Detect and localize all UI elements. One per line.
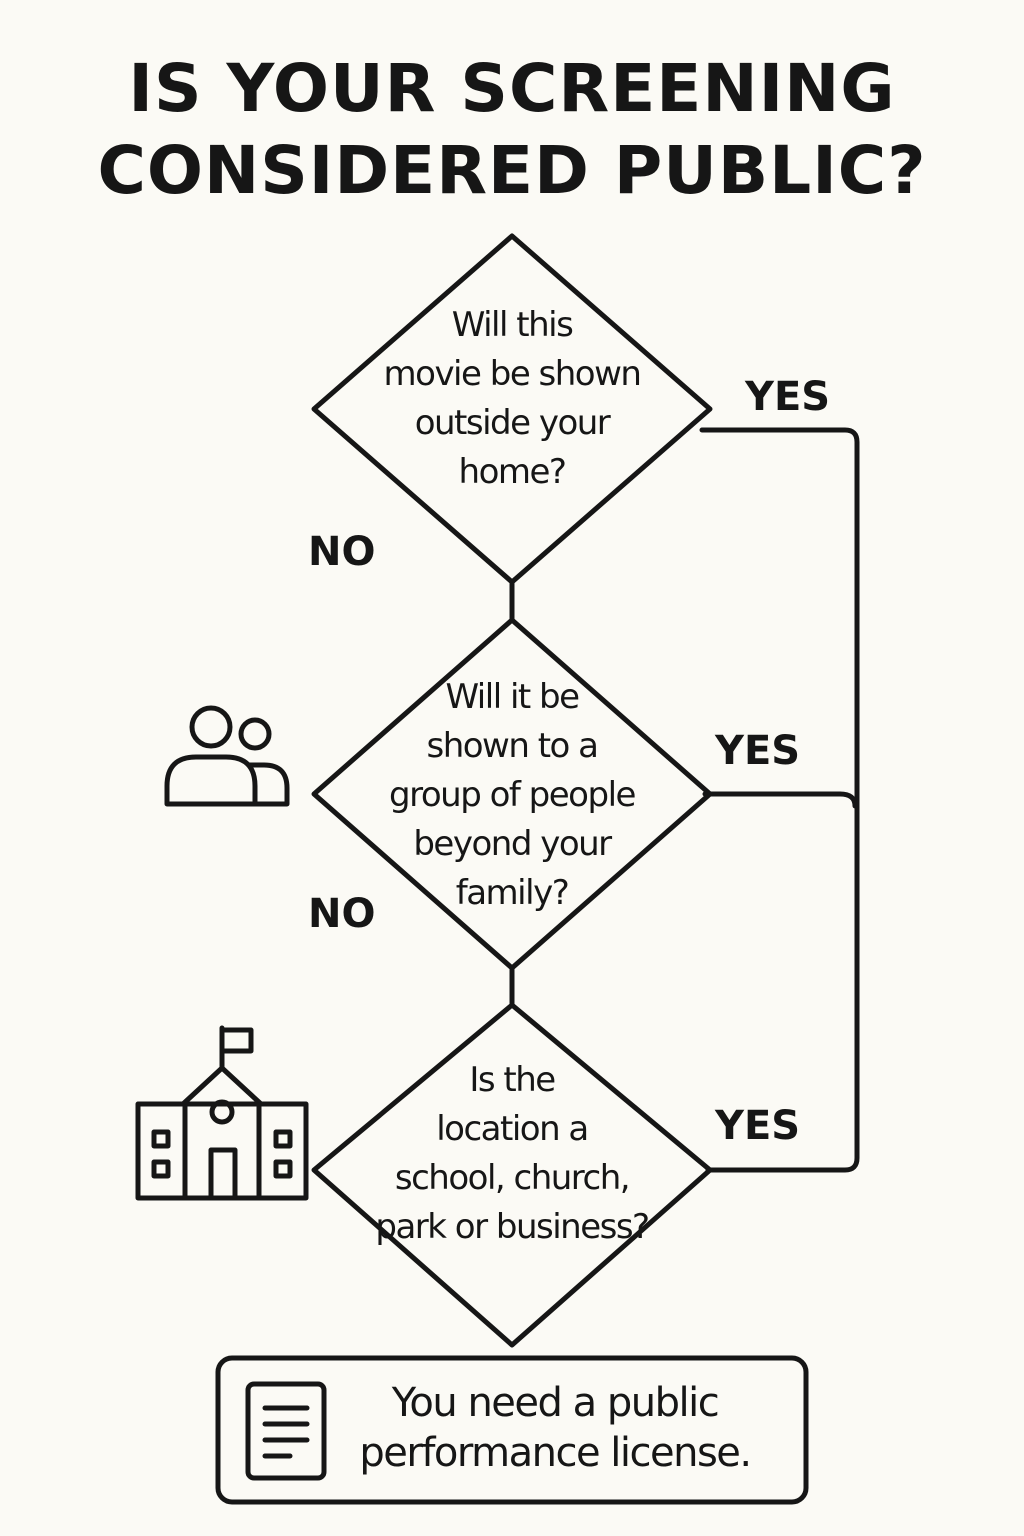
no-label-1: NO (308, 529, 376, 575)
no-label-2: NO (308, 891, 376, 937)
question-3-line: location a (436, 1109, 589, 1149)
question-1-line: movie be shown (383, 354, 642, 394)
result-line-2: performance license. (359, 1430, 752, 1476)
question-2-line: beyond your (413, 824, 612, 864)
connector-yes-1 (699, 427, 860, 1173)
question-2-line: family? (455, 873, 570, 913)
page-title: IS YOUR SCREENING CONSIDERED PUBLIC? (0, 48, 1024, 212)
question-2-line: Will it be (445, 677, 580, 717)
question-1-line: Will this (451, 305, 574, 345)
school-building-icon (135, 1025, 309, 1201)
yes-label-3: YES (715, 1103, 801, 1149)
decision-diamond-3 (311, 1002, 713, 1348)
title-line-1: IS YOUR SCREENING (128, 50, 896, 127)
result-line-1: You need a public (391, 1380, 720, 1426)
question-3-line: park or business? (375, 1207, 650, 1247)
question-1: Will this movie be shown outside your ho… (362, 301, 662, 497)
question-2: Will it be shown to a group of people be… (352, 673, 672, 918)
connector-yes-2 (702, 791, 858, 809)
result-text: You need a public performance license. (345, 1378, 765, 1478)
yes-label-2: YES (715, 728, 801, 774)
question-2-line: shown to a (426, 726, 599, 766)
question-3: Is the location a school, church, park o… (347, 1056, 677, 1252)
yes-label-1: YES (745, 374, 831, 420)
question-3-line: school, church, (394, 1158, 631, 1198)
question-1-line: home? (458, 452, 567, 492)
title-line-2: CONSIDERED PUBLIC? (97, 132, 927, 209)
document-icon (245, 1381, 327, 1481)
question-3-line: Is the (469, 1060, 556, 1100)
people-icon (164, 705, 290, 807)
question-2-line: group of people (389, 775, 636, 815)
result-box (215, 1355, 809, 1505)
question-1-line: outside your (414, 403, 611, 443)
